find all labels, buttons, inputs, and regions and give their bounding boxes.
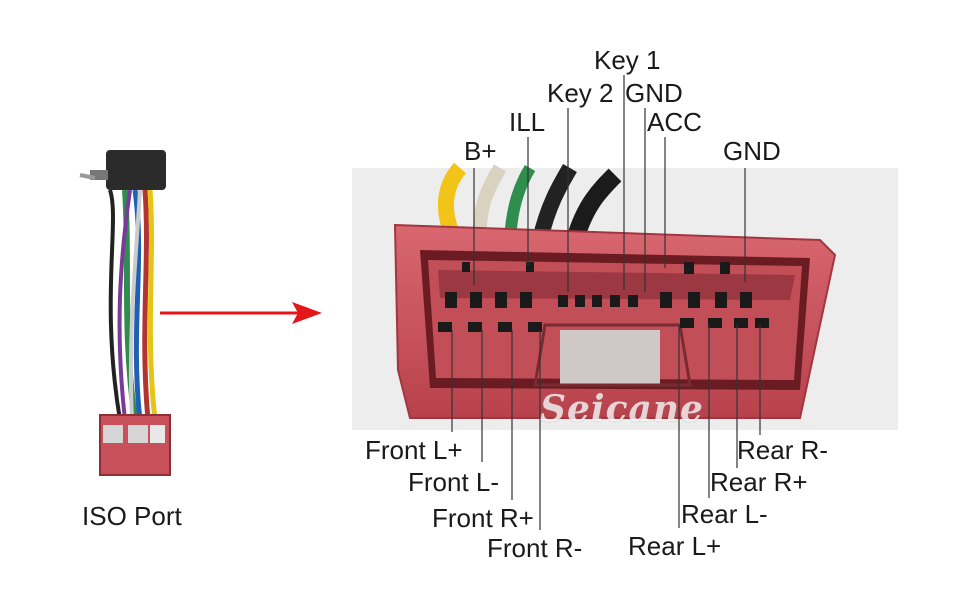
label-key-2: Key 2 (547, 78, 614, 108)
label-front-l-minus: Front L- (408, 467, 500, 497)
red-arrow (160, 302, 322, 324)
label-front-r-minus: Front R- (487, 533, 583, 563)
iso-harness-cable (79, 150, 171, 476)
label-front-l-plus: Front L+ (365, 435, 463, 465)
label-ill: ILL (509, 107, 546, 137)
label-gnd-mid: GND (625, 78, 683, 108)
caption-iso-port: ISO Port (82, 501, 182, 531)
label-rear-l-plus: Rear L+ (628, 531, 722, 561)
label-rear-l-minus: Rear L- (681, 499, 768, 529)
top-leader-lines (473, 75, 746, 292)
bottom-leader-lines (451, 325, 761, 530)
connector-pins (438, 262, 769, 332)
label-rear-r-plus: Rear R+ (710, 467, 808, 497)
label-acc: ACC (647, 107, 702, 137)
label-gnd-right: GND (723, 136, 781, 166)
label-key-1: Key 1 (594, 45, 661, 75)
label-b-plus: B+ (464, 136, 497, 166)
watermark-logo: Seicane (540, 388, 704, 430)
label-front-r-plus: Front R+ (432, 503, 534, 533)
label-rear-r-minus: Rear R- (737, 435, 829, 465)
